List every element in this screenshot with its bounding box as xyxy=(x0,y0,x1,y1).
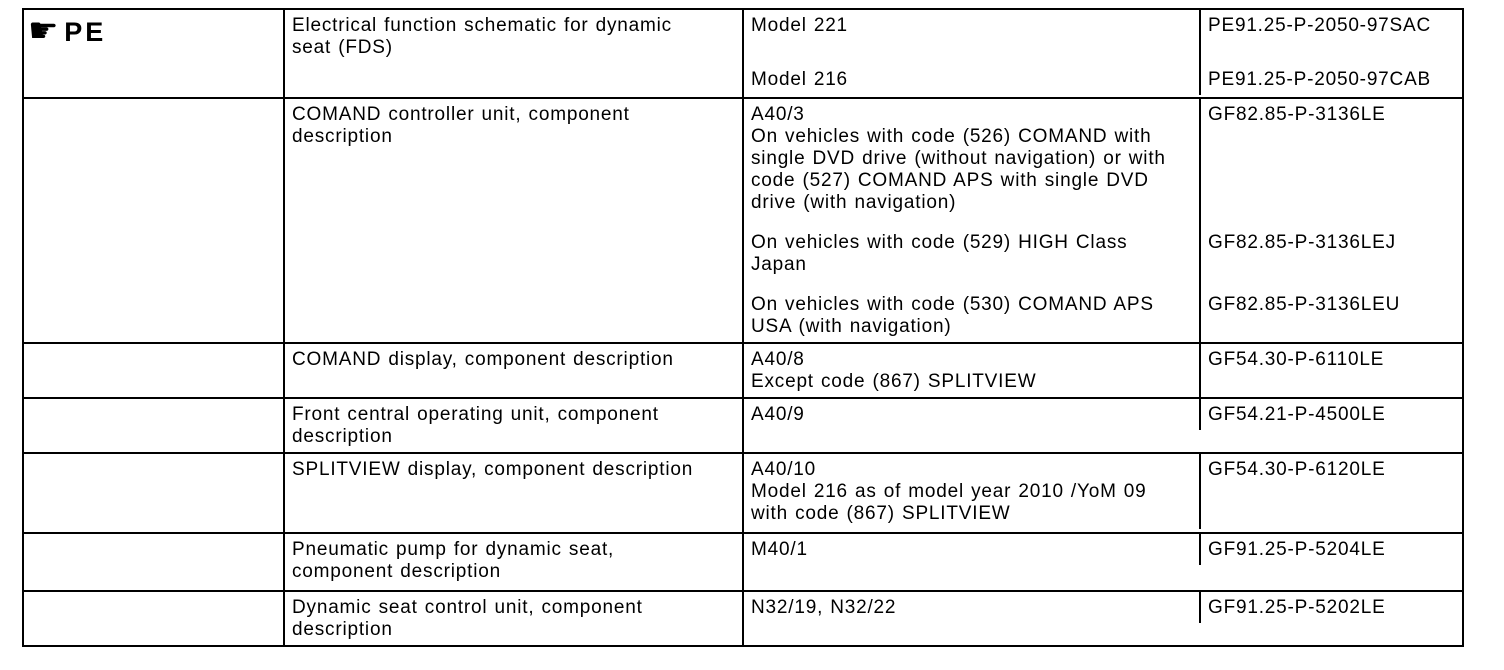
pe-link-cell[interactable]: ☛ PE xyxy=(24,10,283,97)
component-code-cell: A40/10 Model 216 as of model year 2010 /… xyxy=(751,459,1147,524)
document-ref-cell[interactable]: GF54.21-P-4500LE xyxy=(1199,399,1462,430)
document-ref-cell[interactable]: GF54.30-P-6110LE xyxy=(1199,344,1462,397)
detail-cell-group: A40/9 GF54.21-P-4500LE xyxy=(742,399,1462,452)
description-cell: Front central operating unit, component … xyxy=(283,399,742,452)
empty-cell xyxy=(24,399,283,452)
description-cell: COMAND controller unit, component descri… xyxy=(283,99,742,342)
empty-cell xyxy=(24,99,283,342)
detail-subrow: A40/9 GF54.21-P-4500LE xyxy=(744,399,1462,430)
document-ref-cell[interactable]: GF91.25-P-5202LE xyxy=(1199,592,1462,623)
empty-cell xyxy=(24,454,283,532)
table-row: COMAND controller unit, component descri… xyxy=(24,97,1462,342)
component-code-cell: Model 216 xyxy=(751,69,848,90)
detail-subrow: On vehicles with code (530) COMAND APS U… xyxy=(744,294,1462,342)
document-ref-cell[interactable]: GF82.85-P-3136LEU xyxy=(1199,294,1462,342)
table-row: Pneumatic pump for dynamic seat, compone… xyxy=(24,532,1462,590)
pointing-hand-icon: ☛ xyxy=(28,11,60,51)
description-cell: Pneumatic pump for dynamic seat, compone… xyxy=(283,534,742,590)
component-code-cell: A40/8 Except code (867) SPLITVIEW xyxy=(751,349,1037,392)
detail-cell-group: A40/8 Except code (867) SPLITVIEW GF54.3… xyxy=(742,344,1462,397)
detail-cell-group: Model 221 PE91.25-P-2050-97SAC Model 216… xyxy=(742,10,1462,97)
detail-cell-group: N32/19, N32/22 GF91.25-P-5202LE xyxy=(742,592,1462,645)
document-ref-cell[interactable]: GF54.30-P-6120LE xyxy=(1199,454,1462,529)
description-cell: COMAND display, component description xyxy=(283,344,742,397)
detail-cell-group: A40/10 Model 216 as of model year 2010 /… xyxy=(742,454,1462,532)
description-cell: Electrical function schematic for dynami… xyxy=(283,10,742,97)
description-cell: Dynamic seat control unit, component des… xyxy=(283,592,742,645)
description-cell: SPLITVIEW display, component description xyxy=(283,454,742,532)
table-row: Dynamic seat control unit, component des… xyxy=(24,590,1462,645)
component-code-cell: M40/1 xyxy=(751,539,808,560)
pe-link-label: PE xyxy=(64,17,107,47)
detail-subrow: On vehicles with code (529) HIGH Class J… xyxy=(744,232,1462,294)
document-ref-cell[interactable]: GF91.25-P-5204LE xyxy=(1199,534,1462,565)
empty-cell xyxy=(24,592,283,645)
component-code-cell: On vehicles with code (530) COMAND APS U… xyxy=(751,294,1154,337)
detail-cell-group: A40/3 On vehicles with code (526) COMAND… xyxy=(742,99,1462,342)
document-ref-cell[interactable]: GF82.85-P-3136LE xyxy=(1199,99,1462,232)
detail-cell-group: M40/1 GF91.25-P-5204LE xyxy=(742,534,1462,590)
component-code-cell: On vehicles with code (529) HIGH Class J… xyxy=(751,232,1128,275)
table-row: COMAND display, component description A4… xyxy=(24,342,1462,397)
detail-subrow: M40/1 GF91.25-P-5204LE xyxy=(744,534,1462,565)
component-code-cell: N32/19, N32/22 xyxy=(751,597,897,618)
table-row: SPLITVIEW display, component description… xyxy=(24,452,1462,532)
empty-cell xyxy=(24,344,283,397)
detail-subrow: A40/3 On vehicles with code (526) COMAND… xyxy=(744,99,1462,232)
table-row: Front central operating unit, component … xyxy=(24,397,1462,452)
document-ref-cell[interactable]: PE91.25-P-2050-97CAB xyxy=(1199,69,1462,95)
component-code-cell: Model 221 xyxy=(751,15,848,36)
detail-subrow: A40/8 Except code (867) SPLITVIEW GF54.3… xyxy=(744,344,1462,397)
empty-cell xyxy=(24,534,283,590)
detail-subrow: N32/19, N32/22 GF91.25-P-5202LE xyxy=(744,592,1462,623)
detail-subrow: A40/10 Model 216 as of model year 2010 /… xyxy=(744,454,1462,529)
document-reference-table: ☛ PE Electrical function schematic for d… xyxy=(22,8,1464,647)
table-row: ☛ PE Electrical function schematic for d… xyxy=(24,10,1462,97)
component-code-cell: A40/9 xyxy=(751,404,805,425)
component-code-cell: A40/3 On vehicles with code (526) COMAND… xyxy=(751,104,1166,213)
detail-subrow: Model 216 PE91.25-P-2050-97CAB xyxy=(744,69,1462,95)
detail-subrow: Model 221 PE91.25-P-2050-97SAC xyxy=(744,10,1462,69)
document-ref-cell[interactable]: GF82.85-P-3136LEJ xyxy=(1199,232,1462,294)
document-ref-cell[interactable]: PE91.25-P-2050-97SAC xyxy=(1199,10,1462,69)
